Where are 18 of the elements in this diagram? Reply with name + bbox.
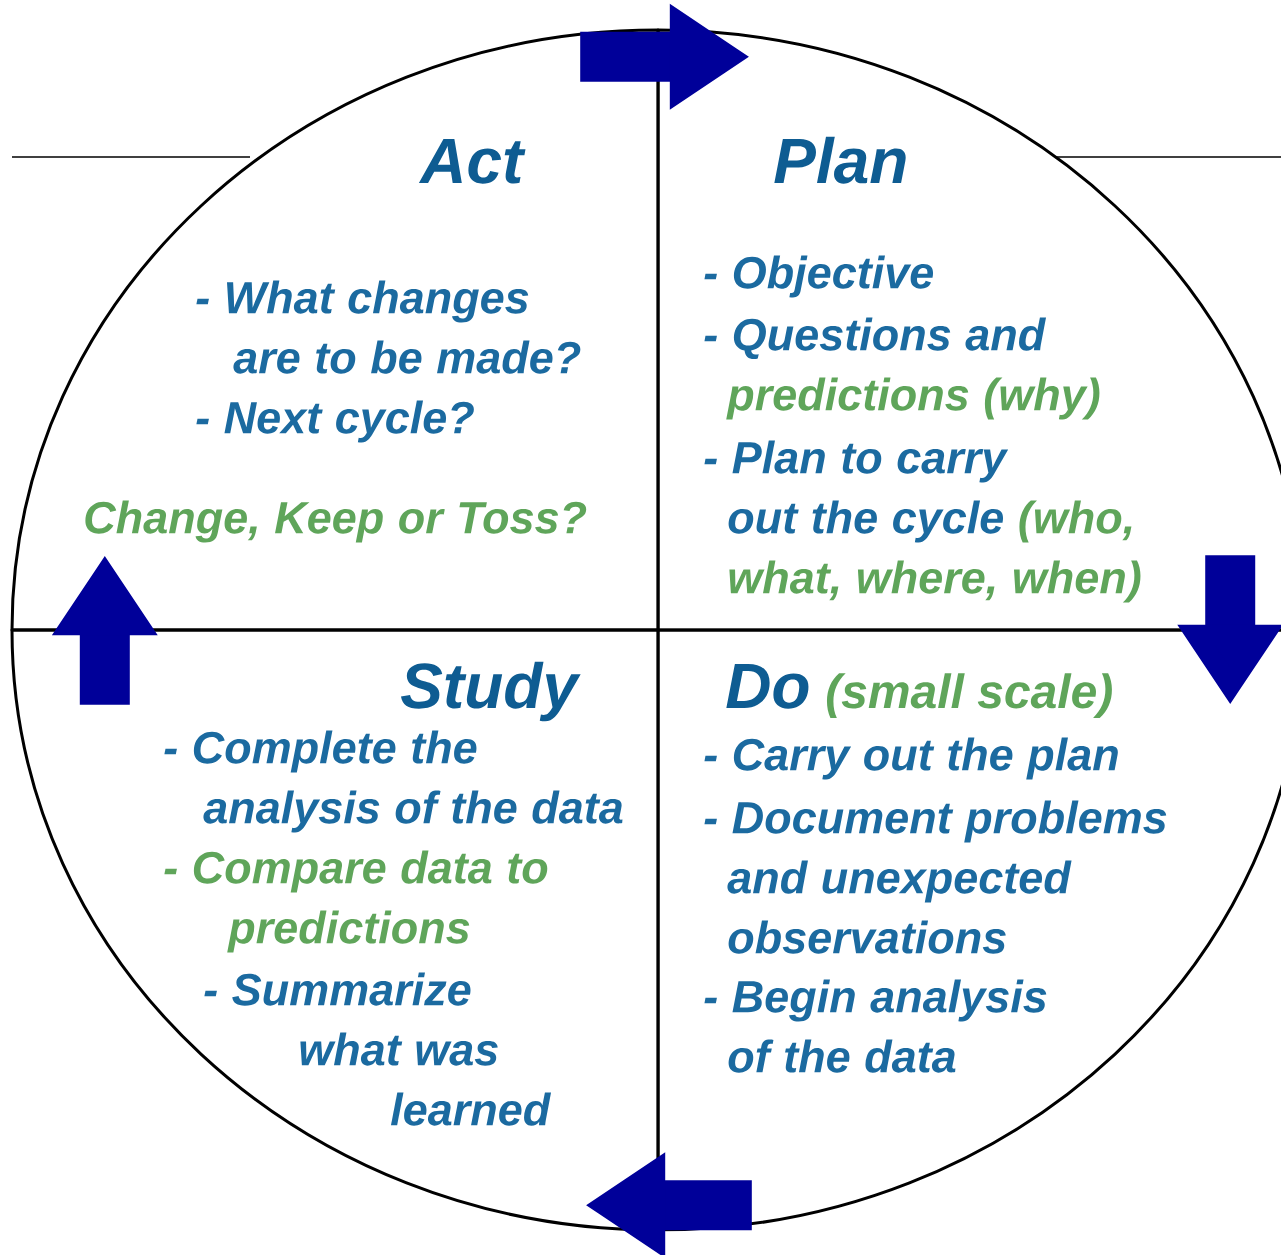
- question-text: Change, Keep or Toss?: [85, 500, 587, 543]
- quadrant-heading: Do: [726, 663, 809, 709]
- bullet-text: - Begin analysis of the data: [704, 979, 1047, 1073]
- bullet-text: - Next cycle?: [196, 400, 474, 443]
- quadrant-heading: Act: [418, 138, 526, 184]
- quadrant-heading: Study: [401, 661, 581, 722]
- bullet-text: - Document problems and unexpected observations: [704, 800, 1167, 954]
- bullet-text: - Plan to carry out the cycle (who, what, where, when): [704, 440, 1141, 603]
- bullet-text: - Questions and: [704, 317, 1046, 359]
- heading-note: (small scale): [826, 673, 1112, 718]
- bullet-text: - Compare data to predictions: [164, 850, 548, 953]
- bullet-text: - Complete the analysis of the data: [164, 730, 623, 833]
- bullet-text: - Carry out the plan: [704, 737, 1118, 780]
- bullet-text: - Objective: [704, 255, 934, 298]
- bullet-text: - Summarize what was learned: [204, 972, 552, 1126]
- bullet-text: predictions (why): [726, 377, 1100, 420]
- bullet-text: - What changes are to be made?: [196, 280, 581, 374]
- quadrant-heading: Plan: [774, 136, 906, 184]
